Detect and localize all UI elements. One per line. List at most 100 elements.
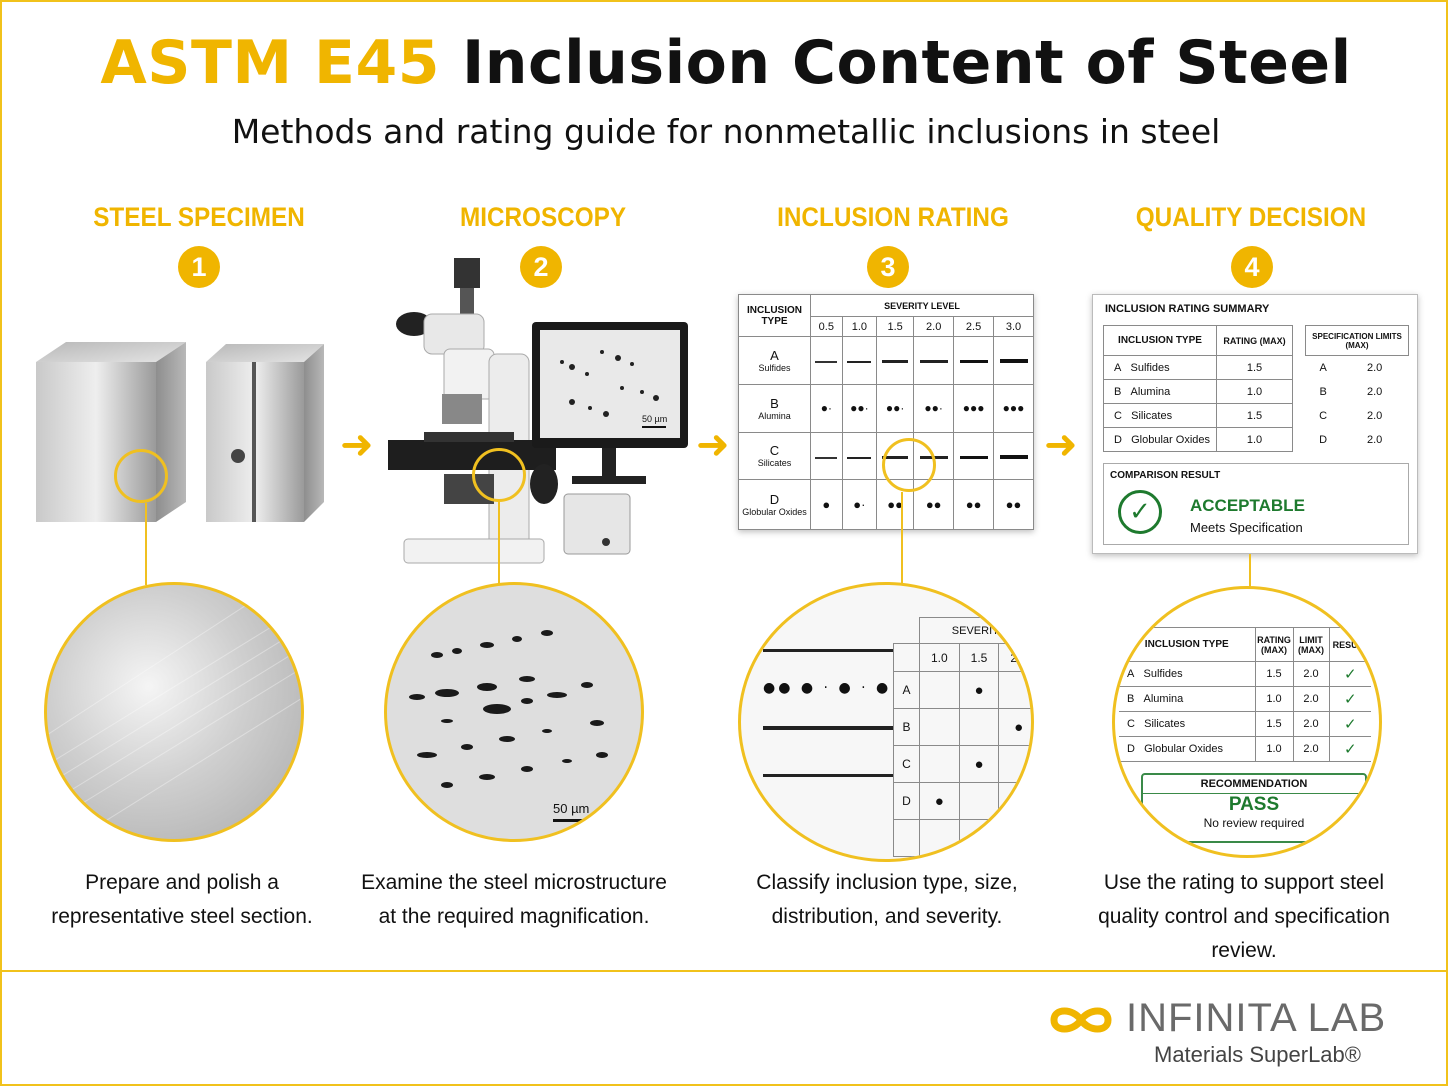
- severity-header: SEVERITY: [919, 617, 1031, 644]
- inclusion-mark: [919, 360, 948, 364]
- step-4-number: 4: [1231, 246, 1273, 288]
- summary-title: INCLUSION RATING SUMMARY: [1105, 303, 1270, 315]
- step-4-title: QUALITY DECISION: [1135, 202, 1367, 232]
- leader-line-1: [145, 503, 147, 585]
- check-icon: ✓: [1328, 736, 1371, 762]
- arrow-icon: ➜: [340, 422, 374, 468]
- monitor-illustration: 50 µm: [532, 322, 688, 555]
- inclusion-mark: [999, 359, 1028, 364]
- microstructure-zoom: 50 µm: [384, 582, 644, 842]
- stringer-a: [763, 649, 893, 652]
- comparison-result-box: COMPARISON RESULT ✓ ACCEPTABLE Meets Spe…: [1103, 463, 1409, 545]
- step-1-number: 1: [178, 246, 220, 288]
- footer-divider: [2, 970, 1448, 972]
- inclusion-mark: [959, 360, 988, 364]
- check-icon: ✓: [1328, 711, 1371, 737]
- rating-chart-severity-header: SEVERITY LEVEL: [810, 294, 1034, 317]
- step-3-caption: Classify inclusion type, size, distribut…: [756, 871, 1018, 928]
- table-row: B●: [893, 708, 1031, 746]
- title-accent: ASTM E45: [100, 28, 440, 98]
- inclusion-mark: [847, 456, 872, 459]
- title-main: Inclusion Content of Steel: [461, 28, 1352, 98]
- page-title: ASTM E45 Inclusion Content of Steel: [2, 28, 1448, 98]
- rating-chart-card: INCLUSION TYPE SEVERITY LEVEL 0.5 1.0 1.…: [738, 294, 1034, 530]
- leader-line-2: [498, 502, 500, 584]
- severity-level: 1.0: [841, 316, 878, 337]
- step-1-caption: Prepare and polish a representative stee…: [51, 871, 313, 928]
- inclusion-stringers: 50 µm: [409, 630, 608, 822]
- inclusion-mark: ●·: [841, 479, 878, 530]
- arrow-icon: ➜: [696, 422, 730, 468]
- step-4-caption: Use the rating to support steel quality …: [1098, 871, 1390, 962]
- logo-name: INFINITA LAB: [1126, 996, 1387, 1040]
- inclusion-mark: [999, 454, 1028, 459]
- decision-zoom: INCLUSION TYPE RATING(MAX) LIMIT(MAX) RE…: [1112, 586, 1382, 858]
- check-icon: ✓: [1328, 661, 1371, 687]
- step-2-number: 2: [520, 246, 562, 288]
- rating-chart-table: INCLUSION TYPE SEVERITY LEVEL 0.5 1.0 1.…: [738, 294, 1034, 530]
- leader-line-4: [1249, 554, 1251, 590]
- inclusion-mark: ●●●: [953, 383, 995, 433]
- polished-surface-zoom: [44, 582, 304, 842]
- inclusion-mark: ●·: [810, 383, 843, 433]
- page-subtitle: Methods and rating guide for nonmetallic…: [231, 112, 1221, 151]
- decision-table: INCLUSION TYPE RATING(MAX) LIMIT(MAX) RE…: [1119, 627, 1371, 762]
- check-icon: ✓: [1328, 686, 1371, 712]
- inclusion-mark: [847, 361, 872, 364]
- severity-level: 0.5: [810, 316, 843, 337]
- inclusion-mark: ●●·: [913, 383, 955, 433]
- arrow-icon: ➜: [1044, 422, 1078, 468]
- inclusion-mark: [959, 455, 988, 459]
- result-status: ACCEPTABLE: [1190, 496, 1305, 515]
- inclusion-mark: ●●·: [876, 383, 915, 433]
- severity-level: 3.0: [993, 316, 1034, 337]
- table-row: C●: [893, 745, 1031, 783]
- inclusion-mark: [815, 456, 838, 459]
- severity-mark: ●: [998, 708, 1031, 746]
- checkmark-circle-icon: ✓: [1118, 490, 1162, 534]
- severity-mark: ●: [958, 745, 1000, 783]
- severity-mark: ●: [958, 671, 1000, 709]
- inclusion-mark: ●●·: [841, 383, 878, 433]
- magnifier-ring-2: [472, 448, 526, 502]
- infinity-icon: [1050, 1007, 1112, 1033]
- magnifier-ring-3: [882, 438, 936, 492]
- severity-level: 2.5: [953, 316, 995, 337]
- table-row: D●: [893, 782, 1031, 820]
- stringer-b: ●● ● · ● · ●: [763, 680, 892, 696]
- severity-level: 1.5: [876, 316, 915, 337]
- inclusion-mark: ●: [810, 479, 843, 530]
- leader-line-3: [901, 492, 903, 586]
- brushed-texture: [47, 585, 301, 839]
- step-1-title: STEEL SPECIMEN: [93, 202, 305, 232]
- rating-zoom: ●● ● · ● · ● SEVERITY 1.0 1.5 2.0 A● B● …: [738, 582, 1034, 862]
- inclusion-mark: ●●: [993, 479, 1034, 530]
- table-row: A●: [893, 671, 1031, 709]
- step-3-title: INCLUSION RATING: [777, 202, 1009, 232]
- inclusion-mark: [882, 360, 909, 364]
- magnifier-ring-1: [114, 449, 168, 503]
- severity-mark: ●: [919, 782, 960, 820]
- zoom-scale-label: 50 µm: [553, 801, 589, 816]
- result-sub: Meets Specification: [1190, 520, 1303, 535]
- stringer-d: [763, 774, 893, 777]
- step-2-caption: Examine the steel microstructure at the …: [361, 871, 667, 928]
